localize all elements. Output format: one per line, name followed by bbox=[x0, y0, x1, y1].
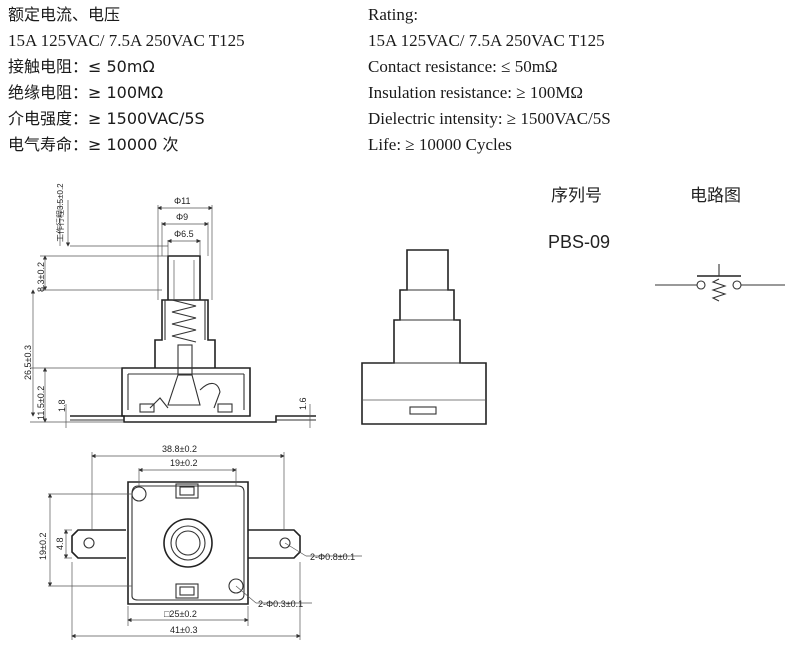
spec-line: 介电强度：≥ 1500VAC/5S bbox=[8, 109, 205, 128]
dim-h26-5: 26.5±0.3 bbox=[23, 345, 33, 380]
dim-d11: Φ11 bbox=[174, 196, 191, 206]
spec-line: Rating: bbox=[368, 5, 419, 24]
circuit-diagram-header: 电路图 bbox=[690, 186, 741, 205]
dim-w19: 19±0.2 bbox=[170, 458, 197, 468]
model-number: PBS-09 bbox=[548, 232, 611, 252]
spec-line: Contact resistance: ≤ 50mΩ bbox=[368, 57, 558, 76]
spec-line: 15A 125VAC/ 7.5A 250VAC T125 bbox=[8, 31, 245, 50]
dim-travel: 工作行程3.5±0.2 bbox=[55, 183, 65, 242]
spec-line: 绝缘电阻：≥ 100MΩ bbox=[8, 83, 164, 102]
spec-line: Insulation resistance: ≥ 100MΩ bbox=[368, 83, 584, 102]
dim-d6-5: Φ6.5 bbox=[174, 229, 194, 239]
top-view: 38.8±0.2 19±0.2 19±0.2 4.8 2-Φ0.8±0.1 2-… bbox=[38, 444, 362, 640]
spec-line: 额定电流、电压 bbox=[8, 5, 121, 24]
spec-line: 15A 125VAC/ 7.5A 250VAC T125 bbox=[368, 31, 605, 50]
dim-w38-8: 38.8±0.2 bbox=[162, 444, 197, 454]
dim-d9: Φ9 bbox=[176, 212, 188, 222]
side-view: Φ11 Φ9 Φ6.5 工作行程3.5±0.2 8.3±0.2 26.5±0.3… bbox=[23, 183, 316, 428]
spec-line: Life: ≥ 10000 Cycles bbox=[368, 135, 512, 154]
dim-w41: 41±0.3 bbox=[170, 625, 197, 635]
dim-h4-8: 4.8 bbox=[55, 537, 65, 550]
dim-hole08: 2-Φ0.8±0.1 bbox=[310, 552, 355, 562]
spec-line: 接触电阻：≤ 50mΩ bbox=[8, 57, 155, 76]
dim-h19: 19±0.2 bbox=[38, 533, 48, 560]
spec-line: Dielectric intensity: ≥ 1500VAC/5S bbox=[368, 109, 611, 128]
serial-number-header: 序列号 bbox=[551, 186, 602, 205]
dim-t1-8: 1.8 bbox=[57, 399, 67, 412]
specs-english: Rating: 15A 125VAC/ 7.5A 250VAC T125 Con… bbox=[368, 2, 611, 158]
specs-chinese: 额定电流、电压 15A 125VAC/ 7.5A 250VAC T125 接触电… bbox=[8, 2, 245, 158]
dim-hole03: 2-Φ0.3±0.1 bbox=[258, 599, 303, 609]
dim-t1-6: 1.6 bbox=[298, 397, 308, 410]
dim-h11-5: 11.5±0.2 bbox=[36, 386, 46, 420]
dim-sq25: □25±0.2 bbox=[164, 609, 197, 619]
circuit-symbol bbox=[655, 264, 785, 302]
front-view bbox=[361, 249, 487, 425]
dim-h8-3: 8.3±0.2 bbox=[36, 262, 46, 292]
spec-line: 电气寿命：≥ 10000 次 bbox=[8, 135, 179, 154]
